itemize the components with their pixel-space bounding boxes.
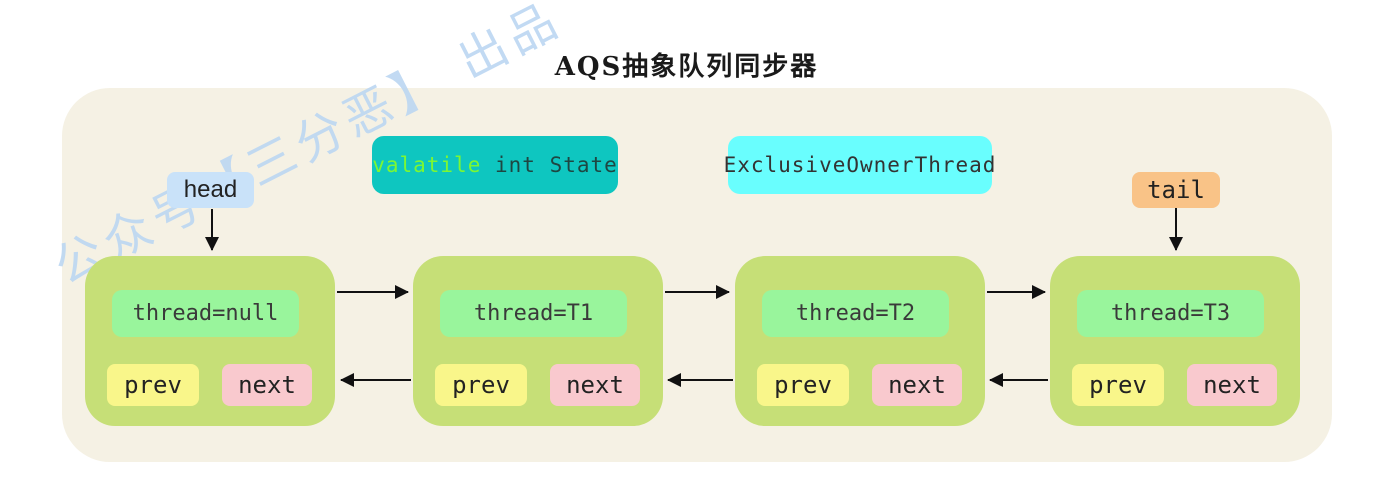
diagram-title: AQS抽象队列同步器 [554,52,819,82]
exclusive-owner-thread-box: ExclusiveOwnerThread [724,136,995,194]
tail-pointer-label: tail [1132,172,1220,208]
prev-field: prev [1072,364,1164,406]
prev-field: prev [107,364,199,406]
queue-node-t1: thread=T1 prev next [413,256,663,426]
prev-field: prev [757,364,849,406]
thread-field: thread=T3 [1077,290,1264,337]
queue-node-t3: thread=T3 prev next [1050,256,1300,426]
state-keyword-text: valatile [372,153,482,177]
thread-field: thread=null [112,290,299,337]
queue-node-head: thread=null prev next [85,256,335,426]
next-field: next [222,364,312,406]
thread-field: thread=T2 [762,290,949,337]
head-pointer-label: head [167,172,254,208]
next-field: next [1187,364,1277,406]
next-field: next [550,364,640,406]
next-field: next [872,364,962,406]
state-rest-text: int State [481,153,618,177]
thread-field: thread=T1 [440,290,627,337]
prev-field: prev [435,364,527,406]
volatile-state-box: valatile int State [372,136,618,194]
queue-node-t2: thread=T2 prev next [735,256,985,426]
